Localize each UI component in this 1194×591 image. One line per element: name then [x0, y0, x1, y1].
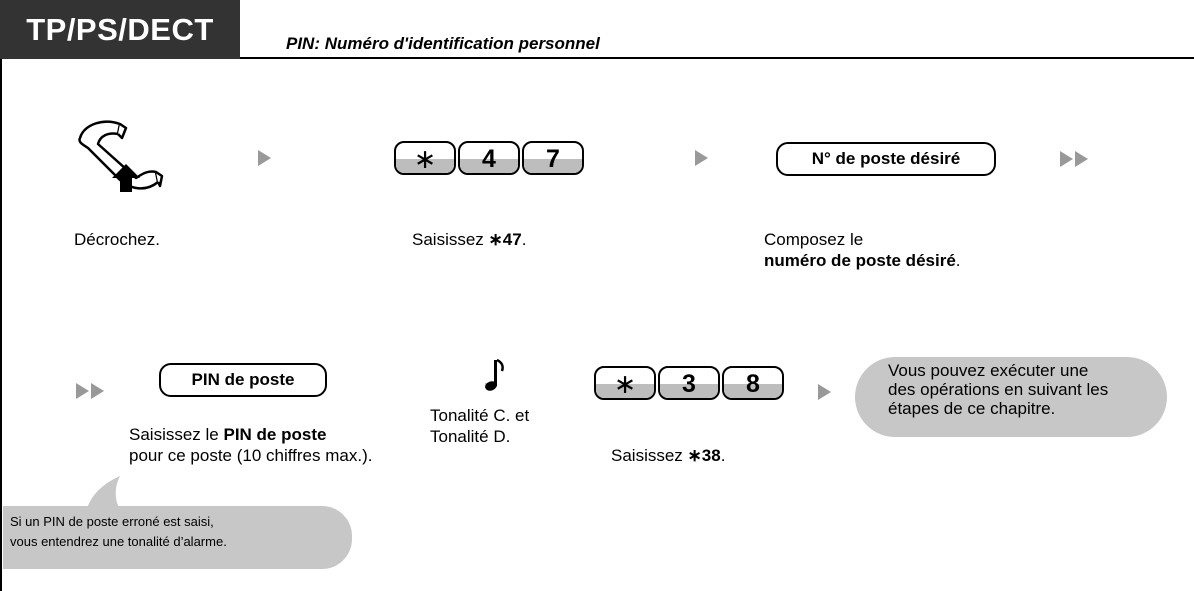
key-7[interactable]: 7	[522, 141, 584, 175]
double-arrow-icon	[76, 383, 104, 399]
key-8[interactable]: 8	[722, 366, 784, 400]
left-rule	[0, 0, 2, 591]
desired-extension-button[interactable]: N° de poste désiré	[776, 142, 996, 176]
step6-caption: Saisissez ∗38.	[611, 446, 726, 465]
arrow-right-icon	[695, 150, 708, 166]
arrow-right-icon	[258, 150, 271, 166]
handset-offhook-icon	[78, 120, 164, 192]
double-arrow-icon	[1060, 151, 1088, 167]
key-star[interactable]: ∗	[394, 141, 456, 175]
key-star[interactable]: ∗	[594, 366, 656, 400]
key-sequence-star47: ∗ 4 7	[394, 141, 586, 177]
extension-pin-button[interactable]: PIN de poste	[159, 363, 327, 397]
result-bubble	[855, 357, 1167, 437]
note-text: Si un PIN de poste erroné est saisi,vous…	[10, 514, 227, 549]
note-bubble	[3, 506, 352, 569]
header-rule	[0, 57, 1194, 59]
note-bubble-tail	[86, 476, 122, 512]
step1-caption: Décrochez.	[74, 230, 160, 249]
music-note-icon	[485, 358, 504, 391]
step2-caption: Saisissez ∗47.	[412, 230, 527, 249]
page-subtitle: PIN: Numéro d'identification personnel	[286, 34, 600, 53]
key-3[interactable]: 3	[658, 366, 720, 400]
key-sequence-star38: ∗ 3 8	[594, 366, 786, 402]
device-tag: TP/PS/DECT	[0, 0, 240, 59]
arrow-right-icon	[818, 384, 831, 400]
key-4[interactable]: 4	[458, 141, 520, 175]
